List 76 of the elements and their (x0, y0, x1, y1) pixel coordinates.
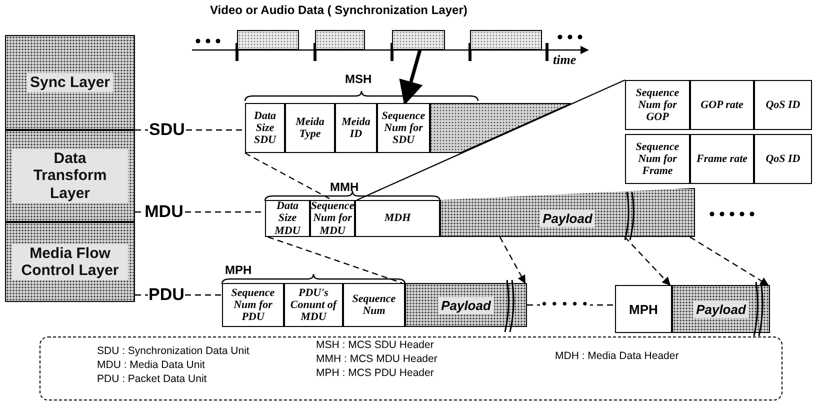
field-label: Data Size MDU (274, 200, 302, 237)
arrow (624, 236, 671, 286)
arrow (399, 50, 423, 106)
payload-label: Payload (693, 300, 749, 318)
header-label: MSH (345, 72, 372, 86)
layer-name: Sync Layer (26, 72, 114, 92)
header-field (355, 200, 440, 237)
field-label: Data Size SDU (252, 110, 278, 146)
legend-text: SDU : Synchronization Data Unit (97, 345, 250, 357)
field-label: Sequence Num for Frame (634, 140, 680, 178)
header-label: MMH (330, 180, 359, 194)
payload-block (430, 103, 571, 153)
field-label: Meida ID (340, 116, 372, 140)
field-label: MDH (384, 212, 411, 225)
diagram-title: Video or Audio Data ( Synchronization Layer) (210, 3, 468, 17)
unit-label: MDU (144, 202, 184, 222)
time-slot (392, 30, 445, 50)
field-label: Sequence Num for MDU (310, 200, 354, 237)
connector-line (186, 129, 245, 131)
arrow (499, 236, 526, 284)
header-field (265, 200, 310, 237)
payload-label: Payload (438, 296, 494, 314)
header-field (690, 80, 754, 130)
payload-label: Payload (540, 210, 596, 227)
payload-block (672, 285, 770, 333)
field-label: Sequence Num for SDU (380, 110, 426, 146)
time-slot (237, 30, 299, 50)
unit-label: SDU (149, 120, 185, 140)
header-field (690, 134, 754, 184)
header-field (245, 103, 285, 153)
layer-name: Media Flow Control Layer (12, 244, 128, 280)
connector-line (135, 294, 148, 296)
header-field (625, 80, 690, 130)
header-field (625, 134, 690, 184)
arrow (690, 236, 769, 286)
layer-box (5, 222, 135, 302)
header-label: MPH (629, 302, 658, 316)
header-field (222, 283, 284, 327)
layer-name: Data Transform Layer (12, 149, 128, 203)
header-field (343, 283, 405, 327)
legend-text: MDH : Media Data Header (555, 350, 679, 362)
time-slot (470, 30, 542, 50)
payload-block (405, 283, 527, 327)
header-field (615, 285, 672, 333)
field-label: PDU's Conunt of MDU (289, 286, 338, 324)
connector-line (268, 236, 402, 284)
connector-line (356, 79, 626, 201)
field-label: Sequence Num for GOP (634, 86, 680, 124)
connector-line (244, 152, 332, 201)
header-label: MPH (225, 263, 252, 277)
legend-text: MMH : MCS MDU Header (316, 353, 438, 365)
legend-text: MPH : MCS PDU Header (316, 367, 434, 379)
time-slot (315, 30, 365, 50)
legend-text: PDU : Packet Data Unit (97, 373, 207, 385)
header-field (754, 134, 812, 184)
header-field (335, 103, 377, 153)
header-field (285, 103, 335, 153)
connector-line (135, 129, 148, 131)
field-label: Sequence Num (351, 292, 397, 318)
payload-block (440, 188, 695, 237)
connector-line (185, 294, 222, 296)
layer-box (5, 35, 135, 130)
layer-box (5, 130, 135, 222)
unit-label: PDU (148, 285, 184, 305)
legend-text: MDU : Media Data Unit (97, 359, 205, 371)
header-field (377, 103, 430, 153)
field-label: GOP rate (700, 98, 744, 112)
field-label: Meida Type (294, 116, 326, 140)
field-label: Frame rate (696, 152, 748, 166)
legend-text: MSH : MCS SDU Header (316, 339, 434, 351)
field-label: Sequence Num for PDU (230, 286, 276, 324)
connector-line (135, 211, 143, 213)
header-field (754, 80, 812, 130)
field-label: QoS ID (766, 98, 800, 112)
header-label: time (553, 52, 576, 68)
field-label: QoS ID (766, 152, 800, 166)
